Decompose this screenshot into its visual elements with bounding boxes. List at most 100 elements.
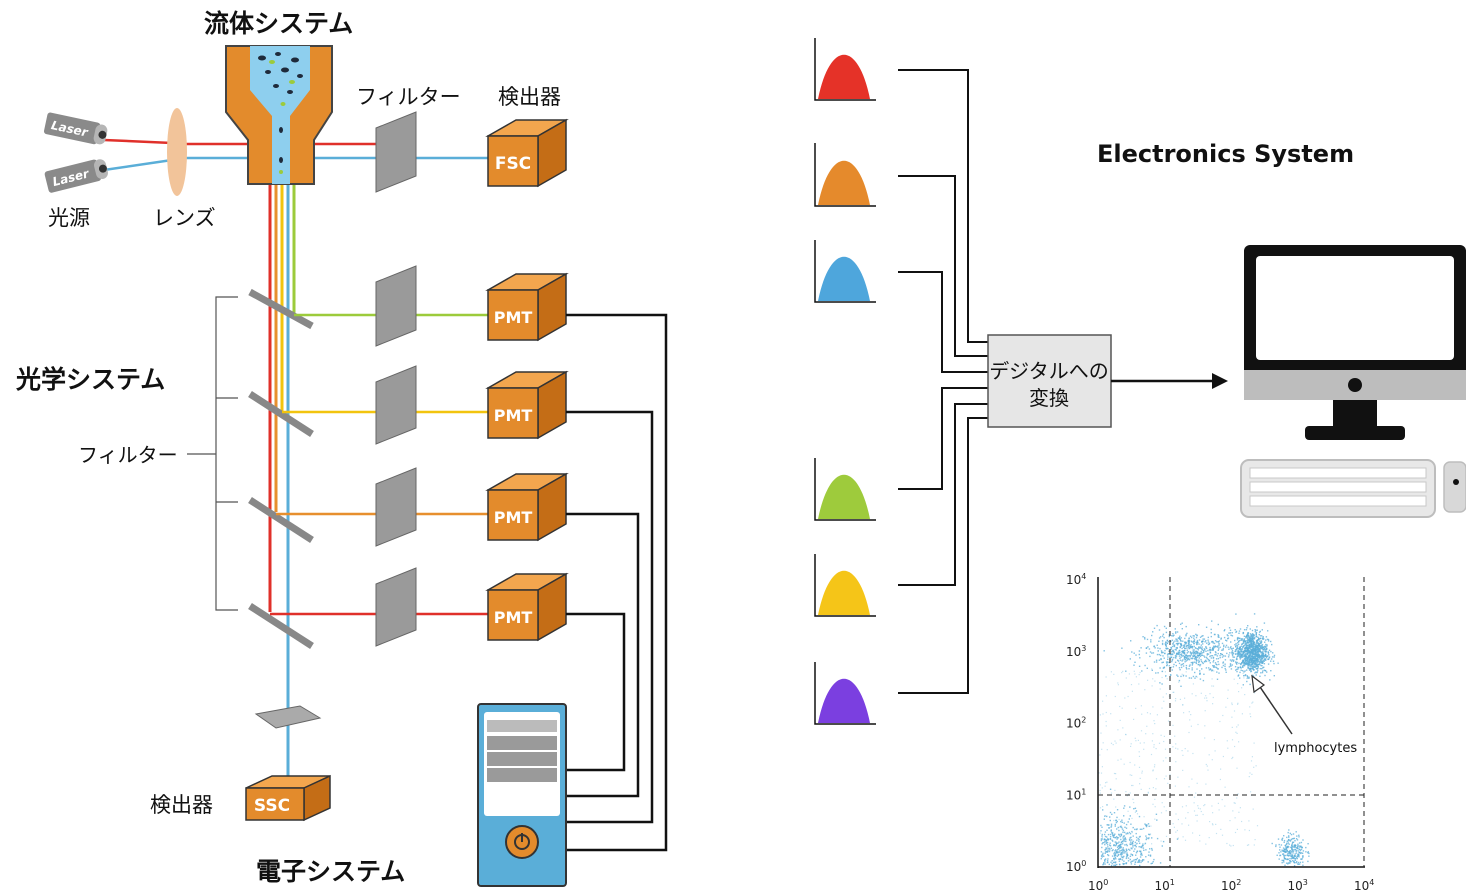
scatter-point — [1287, 831, 1289, 834]
scatter-point — [1283, 841, 1285, 843]
scatter-point — [1196, 656, 1199, 659]
scatter-point — [1252, 633, 1254, 635]
scatter-point — [1180, 664, 1182, 666]
scatter-point — [1234, 644, 1236, 646]
scatter-point — [1240, 645, 1243, 647]
scatter-point — [1194, 658, 1196, 661]
scatter-point — [1161, 707, 1163, 709]
scatter-point — [1163, 700, 1165, 702]
scatter-point — [1204, 641, 1206, 643]
scatter-point — [1216, 678, 1219, 680]
scatter-point — [1212, 703, 1214, 705]
scatter-point — [1102, 713, 1104, 715]
scatter-point — [1208, 648, 1211, 651]
scatter-point — [1129, 761, 1131, 764]
scatter-point — [1243, 645, 1245, 647]
x-tick-label: 103 — [1288, 878, 1308, 893]
scatter-point — [1163, 806, 1165, 808]
scatter-point — [1209, 693, 1211, 695]
scatter-point — [1116, 838, 1118, 840]
scatter-point — [1107, 848, 1109, 850]
scatter-point — [1280, 844, 1283, 846]
scatter-point — [1217, 646, 1219, 648]
scatter-point — [1183, 656, 1186, 658]
scatter-point — [1248, 829, 1250, 832]
scatter-point — [1156, 644, 1158, 646]
scatter-point — [1198, 657, 1200, 659]
scatter-point — [1222, 714, 1224, 717]
scatter-point — [1176, 838, 1179, 840]
scatter-point — [1211, 823, 1214, 825]
pmt-detector: PMT — [485, 370, 569, 440]
scatter-point — [1248, 664, 1250, 666]
scatter-point — [1287, 854, 1290, 857]
scatter-point — [1173, 645, 1176, 648]
scatter-point — [1123, 763, 1125, 765]
scatter-point — [1262, 660, 1264, 662]
scatter-point — [1128, 838, 1131, 841]
scatter-point — [1175, 743, 1177, 745]
scatter-point — [1125, 677, 1127, 679]
scatter-point — [1236, 652, 1239, 654]
scatter-point — [1281, 862, 1283, 864]
laser-upper: Laser — [43, 112, 108, 145]
scatter-point — [1205, 647, 1207, 649]
scatter-point — [1239, 652, 1242, 655]
scatter-point — [1192, 661, 1194, 664]
scatter-point — [1154, 818, 1156, 820]
scatter-point — [1251, 665, 1253, 668]
y-tick-label: 100 — [1066, 859, 1086, 874]
scatter-point — [1114, 825, 1116, 827]
scatter-point — [1116, 820, 1118, 823]
scatter-point — [1252, 635, 1254, 637]
scatter-point — [1246, 644, 1248, 647]
scatter-point — [1144, 842, 1147, 845]
scatter-point — [1114, 823, 1116, 826]
scatter-point — [1255, 649, 1257, 651]
scatter-point — [1258, 631, 1261, 633]
scatter-point — [1125, 734, 1127, 736]
scatter-point — [1179, 639, 1182, 642]
scatter-point — [1229, 844, 1231, 846]
scatter-point — [1285, 862, 1288, 864]
scatter-point — [1255, 653, 1257, 655]
scatter-point — [1284, 858, 1286, 860]
scatter-point — [1214, 750, 1216, 752]
scatter-point — [1103, 650, 1105, 652]
scatter-point — [1113, 819, 1115, 822]
scatter-point — [1108, 827, 1110, 829]
scatter-point — [1105, 847, 1107, 849]
scatter-point — [1258, 650, 1260, 652]
scatter-point — [1279, 854, 1281, 857]
scatter-point — [1195, 792, 1197, 794]
scatter-point — [1135, 859, 1137, 861]
scatter-point — [1205, 783, 1207, 785]
scatter-point — [1187, 651, 1189, 653]
scatter-point — [1185, 635, 1187, 637]
scatter-point — [1229, 820, 1231, 822]
scatter-point — [1281, 839, 1283, 841]
scatter-point — [1243, 677, 1245, 679]
scatter-point — [1120, 846, 1123, 848]
ssc-mirror — [254, 705, 322, 729]
scatter-point — [1180, 654, 1183, 656]
scatter-point — [1227, 689, 1229, 691]
scatter-point — [1256, 825, 1259, 827]
scatter-point — [1175, 813, 1177, 815]
scatter-point — [1186, 658, 1189, 660]
x-tick-label: 104 — [1354, 878, 1374, 893]
scatter-point — [1296, 845, 1299, 847]
scatter-point — [1134, 807, 1137, 809]
scatter-point — [1218, 644, 1220, 646]
scatter-point — [1185, 664, 1188, 667]
scatter-point — [1172, 724, 1174, 726]
scatter-point — [1222, 755, 1224, 758]
scatter-point — [1155, 778, 1158, 780]
scatter-point — [1237, 650, 1239, 652]
scatter-point — [1238, 655, 1240, 657]
scatter-point — [1242, 665, 1244, 667]
scatter-point — [1116, 852, 1118, 854]
scatter-point — [1114, 845, 1117, 847]
scatter-point — [1255, 765, 1257, 767]
scatter-point — [1107, 858, 1109, 860]
